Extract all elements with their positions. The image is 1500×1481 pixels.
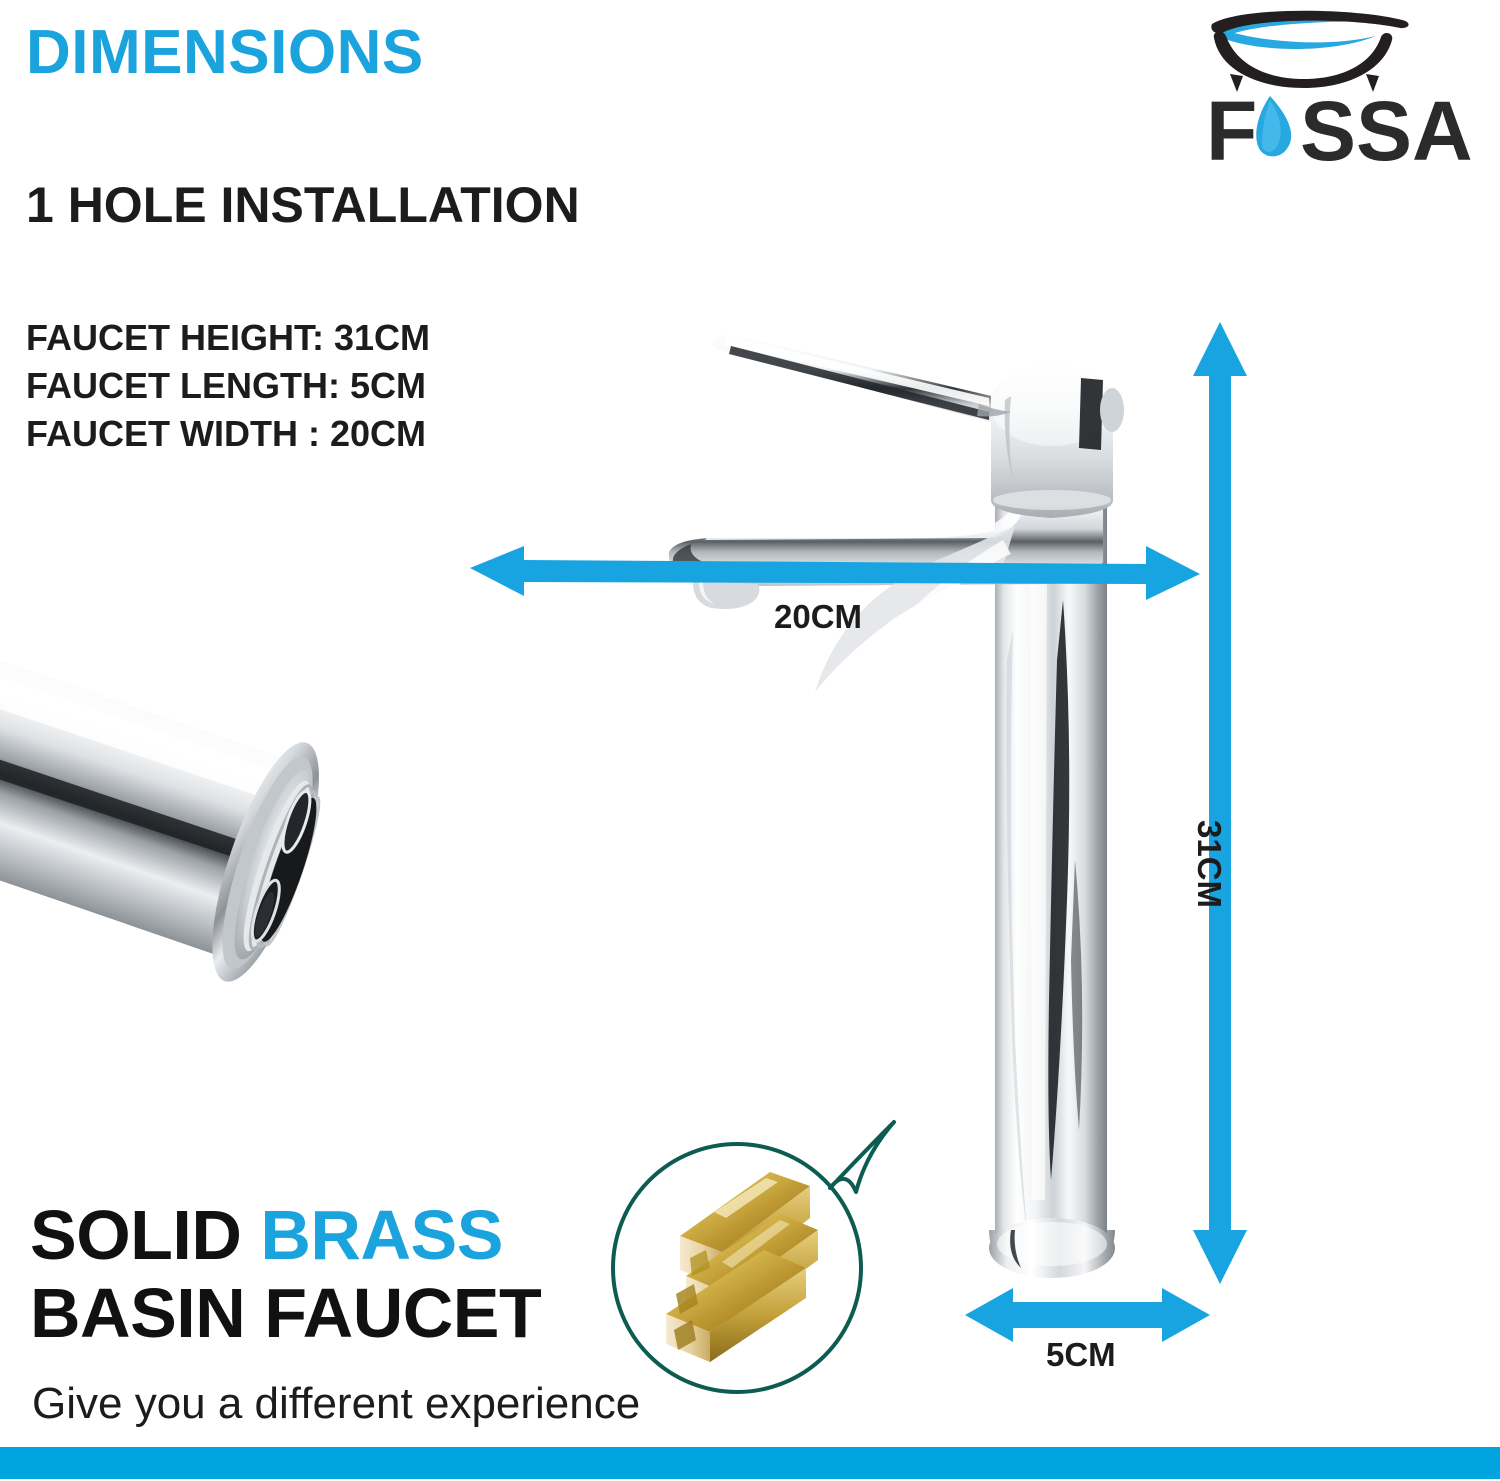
dimension-label-depth: 5CM (1046, 1336, 1116, 1373)
height-dimension-arrow (1193, 322, 1247, 1284)
headline-block: SOLID BRASS BASIN FAUCET (30, 1196, 542, 1353)
subtitle-installation: 1 HOLE INSTALLATION (26, 177, 580, 233)
tagline: Give you a different experience (32, 1379, 641, 1428)
depth-dimension-arrow (965, 1288, 1210, 1342)
faucet-product-image (668, 334, 1124, 1278)
brand-logo: F SSA (1206, 10, 1473, 168)
dimension-label-height: 31CM (1191, 820, 1228, 909)
headline-line-1: SOLID BRASS (30, 1196, 541, 1274)
bathtub-wave-icon (1211, 10, 1409, 92)
headline-brass: BRASS (260, 1196, 503, 1274)
page-title-dimensions: DIMENSIONS (26, 18, 424, 87)
inlet-hole-upper (281, 789, 312, 854)
spec-faucet-width: FAUCET WIDTH : 20CM (26, 412, 426, 454)
dimension-label-width: 20CM (774, 598, 863, 635)
logo-wordmark-ssa: SSA (1300, 84, 1473, 168)
brass-ingots-icon (666, 1172, 818, 1362)
spec-faucet-height: FAUCET HEIGHT: 31CM (26, 317, 431, 358)
brass-material-callout (611, 1120, 896, 1394)
logo-wordmark-f: F (1206, 84, 1257, 168)
water-drop-icon (1256, 96, 1292, 157)
bottom-accent-bar (0, 1447, 1500, 1479)
headline-line-2: BASIN FAUCET (30, 1274, 542, 1353)
width-dimension-arrow (470, 546, 1200, 600)
spec-faucet-length: FAUCET LENGTH: 5CM (26, 364, 426, 406)
headline-solid: SOLID (30, 1196, 261, 1274)
faucet-base-closeup-image (0, 572, 321, 982)
callout-pointer (828, 1120, 896, 1194)
spec-list: FAUCET HEIGHT: 31CM FAUCET LENGTH: 5CM F… (26, 314, 430, 458)
